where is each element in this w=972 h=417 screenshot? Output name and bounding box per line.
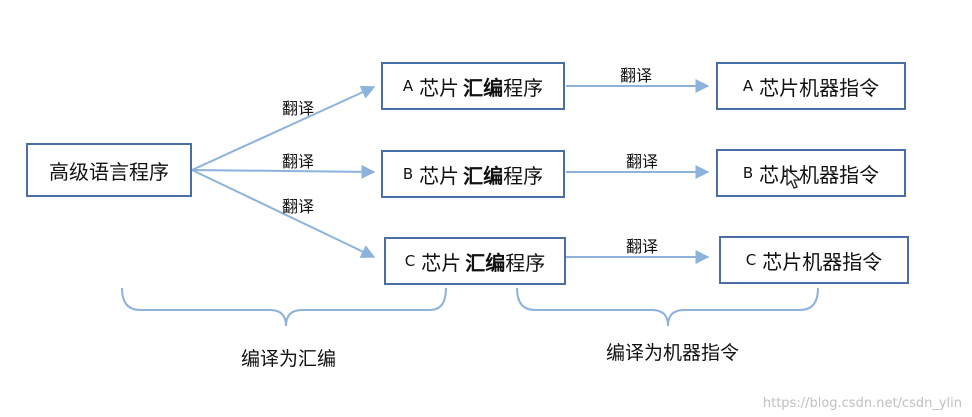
asm-node-c: C 芯片 汇编 程序	[384, 237, 566, 285]
asm-node-b: B 芯片 汇编 程序	[381, 150, 565, 198]
machine-node-a-label: 芯片机器指令	[759, 75, 880, 100]
asm-node-a-rest: 程序	[503, 75, 544, 100]
machine-node-a-letter: A	[742, 77, 754, 95]
brace-right	[516, 287, 819, 327]
arrow-source-to-c-asm	[191, 169, 376, 258]
asm-node-c-strong: 汇编	[465, 250, 506, 275]
machine-node-b: B 芯片机器指令	[716, 149, 906, 197]
asm-node-b-rest: 程序	[503, 163, 544, 188]
asm-node-b-strong: 汇编	[463, 163, 504, 188]
machine-node-c-label: 芯片机器指令	[762, 249, 883, 274]
arrow-source-to-a-asm	[191, 85, 376, 171]
asm-node-b-chip: 芯片	[419, 163, 460, 188]
asm-node-b-letter: B	[402, 165, 414, 183]
asm-node-a: A 芯片 汇编 程序	[381, 62, 565, 110]
asm-node-c-chip: 芯片	[421, 250, 462, 275]
watermark-url: https://blog.csdn.net/csdn_ylin	[762, 396, 962, 411]
brace-label-compile-to-asm: 编译为汇编	[241, 348, 337, 370]
asm-node-c-rest: 程序	[505, 250, 546, 275]
machine-node-b-label: 芯片机器指令	[759, 162, 880, 187]
edge-label-to-c-asm: 翻译	[282, 197, 315, 216]
machine-node-c-letter: C	[745, 251, 757, 269]
edge-label-to-b-asm: 翻译	[282, 152, 315, 171]
machine-node-b-letter: B	[742, 164, 754, 182]
source-node-label: 高级语言程序	[49, 159, 169, 184]
source-node-high-level-program: 高级语言程序	[26, 143, 192, 197]
asm-node-c-letter: C	[404, 252, 416, 270]
asm-node-a-strong: 汇编	[463, 75, 504, 100]
machine-node-c: C 芯片机器指令	[719, 236, 909, 284]
arrow-source-to-b-asm	[191, 164, 376, 179]
brace-label-compile-to-machine: 编译为机器指令	[606, 342, 740, 364]
edge-label-to-a-asm: 翻译	[282, 99, 315, 118]
asm-node-a-chip: 芯片	[419, 75, 460, 100]
machine-node-a: A 芯片机器指令	[716, 62, 906, 110]
mouse-pointer-icon	[786, 168, 801, 189]
edge-label-to-a-machine: 翻译	[620, 66, 653, 85]
edge-label-to-b-machine: 翻译	[626, 152, 659, 171]
edge-label-to-c-machine: 翻译	[626, 237, 659, 256]
asm-node-a-letter: A	[402, 77, 414, 95]
brace-left	[121, 287, 447, 327]
